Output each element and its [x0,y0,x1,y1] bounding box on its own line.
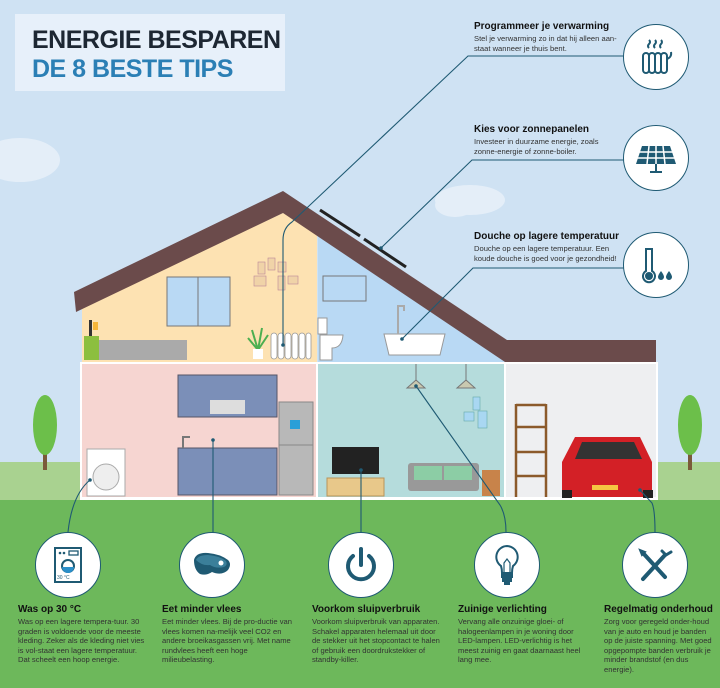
tip-text: Vervang alle onzuinige gloei- of halogee… [458,617,581,665]
washing-machine-icon: 30 °C [35,532,101,598]
page-subtitle: DE 8 BESTE TIPS [32,55,233,83]
washing-temp-label: 30 °C [57,575,70,581]
thermometer-drops-icon [623,232,689,298]
picture-frames [253,257,299,291]
bedroom-window [166,276,231,327]
tip-title: Programmeer je verwarming [474,21,610,32]
tip-text: Investeer in duurzame energie, zoals zon… [474,137,599,156]
tip-title: Douche op lagere temperatuur [474,231,620,242]
tip-title: Was op 30 °C [18,604,82,615]
tip-washing: Was op 30 °C Was op een lagere tempera-tu… [18,604,148,665]
leader-lines [67,55,656,533]
solar-panels [319,208,407,269]
tip-text: Eet minder vlees. Bij de pro-ductie van … [162,617,293,665]
car [562,437,653,498]
bed [84,320,187,360]
tip-title: Regelmatig onderhoud [604,604,713,615]
power-icon [328,532,394,598]
wall-frames [463,396,488,429]
radiator [270,332,312,360]
tv [326,447,385,497]
clouds [0,138,505,217]
washing-machine [86,448,126,497]
tree-left [33,395,57,470]
tree-right [678,395,702,470]
tip-title: Kies voor zonnepanelen [474,124,590,135]
light-bulb-icon [474,532,540,598]
kitchen-cabinets [177,374,278,496]
tip-text: Douche op een lagere temperatuur. Een ko… [474,244,617,263]
toilet [317,317,344,361]
bathtub [383,305,446,356]
tip-title: Voorkom sluipverbruik [312,604,421,615]
tip-text: Zorg voor geregeld onder-houd van je aut… [604,617,712,674]
ceiling-lamps [405,364,477,389]
tools-icon [622,532,688,598]
steak-icon [179,532,245,598]
page-title: ENERGIE BESPAREN [32,26,281,54]
tip-text: Stel je verwarming zo in dat hij alleen … [474,34,617,53]
fridge [278,401,314,496]
tip-title: Eet minder vlees [162,604,242,615]
shelf [514,403,548,497]
title-box: ENERGIE BESPAREN DE 8 BESTE TIPS [15,14,285,91]
solar-panel-icon [623,125,689,191]
plant [247,327,269,359]
roof [74,191,656,362]
tip-text: Voorkom sluipverbruik van apparaten. Sch… [312,617,440,665]
radiator-icon [623,24,689,90]
bathroom-window [322,275,367,302]
tip-text: Was op een lagere tempera-tuur. 30 grade… [18,617,145,665]
tip-title: Zuinige verlichting [458,604,547,615]
sofa [408,463,500,496]
leader-dots [88,246,642,492]
